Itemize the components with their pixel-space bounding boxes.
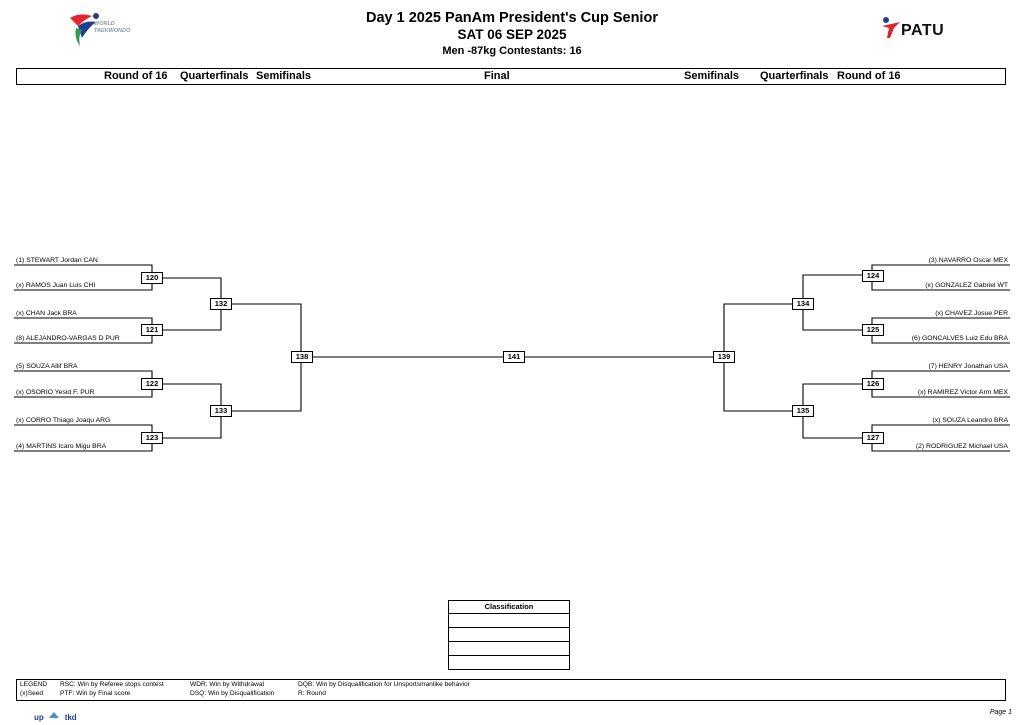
- legend-wdr: WDR: Win by Withdrawal: [190, 681, 265, 688]
- wt-logo-line2: TAEKWONDO: [94, 28, 131, 34]
- classification-row-1: [448, 613, 570, 628]
- footer-brand-logo: up tkd: [34, 707, 77, 722]
- classification-table: Classification: [448, 600, 570, 670]
- classification-row-3: [448, 641, 570, 656]
- legend-box: [16, 679, 1006, 701]
- left-entry-6: (x) OSORIO Yesid F. PUR: [16, 389, 95, 396]
- match-box-126: 126: [862, 378, 884, 390]
- right-entry-4: (6) GONCALVES Luiz Edu BRA: [911, 335, 1008, 342]
- left-entry-4: (8) ALEJANDRO-VARGAS D PUR: [16, 335, 120, 342]
- round-label-left-r16: Round of 16: [104, 70, 168, 82]
- match-box-124: 124: [862, 270, 884, 282]
- legend-seed: (x)Seed: [20, 690, 44, 697]
- patu-logo: PATU: [880, 16, 960, 42]
- legend-ptf: PTF: Win by Final score: [60, 690, 131, 697]
- match-box-133: 133: [210, 405, 232, 417]
- match-box-134: 134: [792, 298, 814, 310]
- match-box-120: 120: [141, 272, 163, 284]
- left-entry-3: (x) CHAN Jack BRA: [16, 310, 77, 317]
- category-info: Men -87kg Contestants: 16: [442, 45, 582, 57]
- page-title: Day 1 2025 PanAm President's Cup Senior: [366, 10, 658, 26]
- left-entry-8: (4) MARTINS Icaro Migu BRA: [16, 443, 107, 450]
- classification-row-2: [448, 627, 570, 642]
- round-label-final: Final: [484, 70, 510, 82]
- patu-logo-text: PATU: [901, 22, 945, 39]
- legend-dqb: DQB: Win by Disqualification for Unsport…: [298, 681, 470, 688]
- footer-brand-tkd: tkd: [64, 713, 77, 722]
- world-taekwondo-emblem-icon: [70, 13, 99, 46]
- round-label-left-qf: Quarterfinals: [180, 70, 249, 82]
- match-box-132: 132: [210, 298, 232, 310]
- round-label-left-sf: Semifinals: [256, 70, 312, 82]
- legend-label: LEGEND: [20, 681, 48, 688]
- left-entry-5: (5) SOUZA Allif BRA: [16, 363, 78, 370]
- right-entry-5: (7) HENRY Jonathan USA: [928, 363, 1008, 370]
- world-taekwondo-logo: WORLD TAEKWONDO: [66, 10, 156, 48]
- legend-rsc: RSC: Win by Referee stops contest: [60, 681, 164, 688]
- round-header-bar: [16, 68, 1006, 85]
- match-box-122: 122: [141, 378, 163, 390]
- match-box-138: 138: [291, 351, 313, 363]
- left-entry-1: (1) STEWART Jordan CAN: [16, 257, 98, 264]
- match-box-123: 123: [141, 432, 163, 444]
- footer-brand-icon: [49, 712, 60, 719]
- right-entry-7: (x) SOUZA Leandro BRA: [932, 417, 1008, 424]
- wt-logo-line1: WORLD: [94, 21, 115, 27]
- right-entry-3: (x) CHAVEZ Josue PER: [935, 310, 1008, 317]
- match-box-139: 139: [713, 351, 735, 363]
- footer-brand-up: up: [34, 713, 44, 722]
- left-entry-7: (x) CORRO Thiago Joaqu ARG: [16, 417, 111, 424]
- right-entry-2: (x) GONZALEZ Gabriel WT: [925, 282, 1008, 289]
- match-box-125: 125: [862, 324, 884, 336]
- round-label-right-qf: Quarterfinals: [760, 70, 829, 82]
- round-label-right-sf: Semifinals: [684, 70, 740, 82]
- match-box-141: 141: [503, 351, 525, 363]
- match-box-127: 127: [862, 432, 884, 444]
- right-entry-8: (2) RODRIGUEZ Michael USA: [915, 443, 1008, 450]
- legend-round: R: Round: [298, 690, 326, 697]
- page-number: Page 1: [989, 709, 1012, 716]
- right-entry-6: (x) RAMIREZ Victor Arm MEX: [917, 389, 1008, 396]
- match-box-135: 135: [792, 405, 814, 417]
- round-label-right-r16: Round of 16: [837, 70, 901, 82]
- classification-title: Classification: [448, 600, 570, 614]
- event-date: SAT 06 SEP 2025: [457, 27, 567, 42]
- right-entry-1: (3) NAVARRO Oscar MEX: [928, 257, 1008, 264]
- classification-row-4: [448, 655, 570, 670]
- patu-emblem-icon: [882, 17, 900, 38]
- left-entry-2: (x) RAMOS Juan Luis CHI: [16, 282, 96, 289]
- legend-dsq: DSQ: Win by Disqualification: [190, 690, 275, 697]
- match-box-121: 121: [141, 324, 163, 336]
